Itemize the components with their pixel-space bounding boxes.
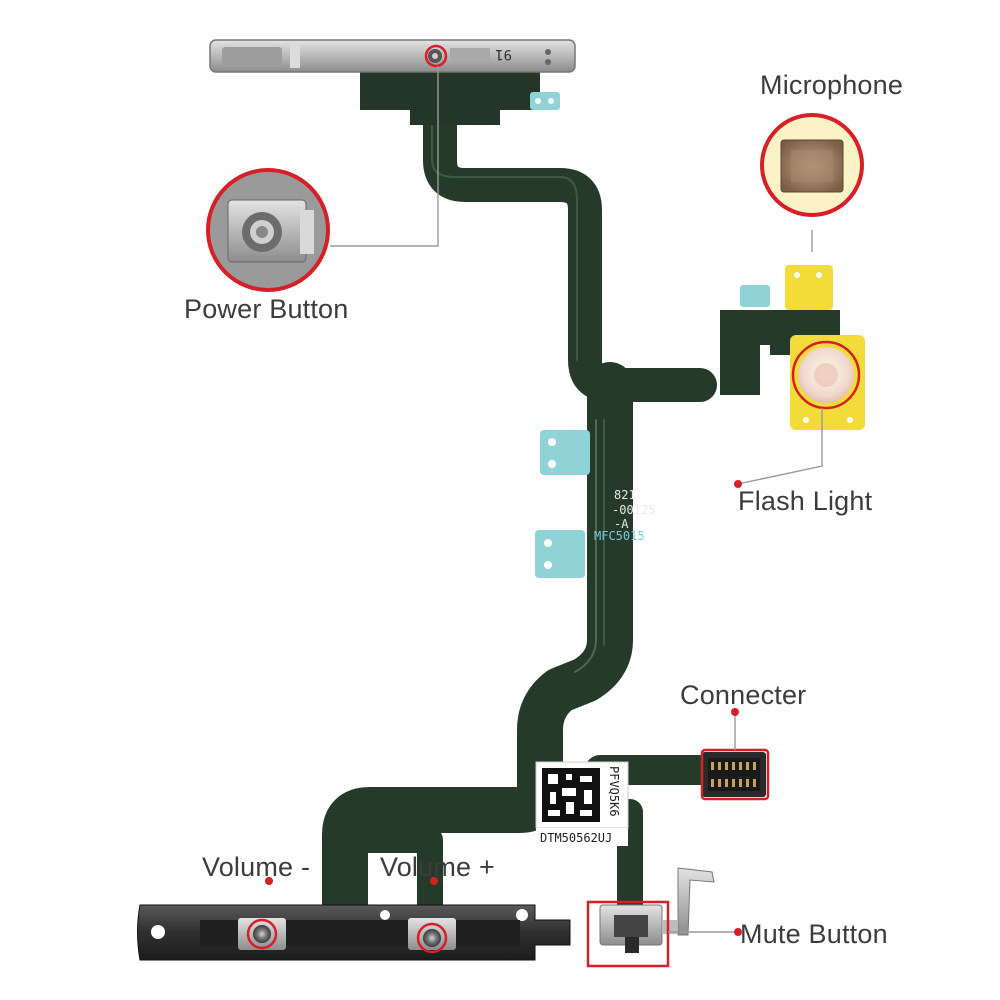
mute-switch-assembly [599,867,715,953]
mid-stiffener-2 [535,530,585,578]
mute-button-label: Mute Button [740,919,888,949]
serial-number: DTM50562UJ [540,831,612,845]
microphone-label: Microphone [760,70,904,100]
top-flex-head [360,70,540,125]
flex-ribbon [322,78,735,928]
part-number-line3: -A [614,517,629,531]
flash-assembly [720,265,865,430]
top-stiffener [530,92,560,110]
qr-sticker [535,761,629,829]
volume-plus-label: Volume + [380,852,495,882]
volume-minus-label: Volume - [202,852,311,882]
part-number-line4: MFC5015 [594,529,645,543]
part-number-line2: -00125 [612,503,655,517]
microphone-inset [760,113,864,217]
connecter-label: Connecter [680,680,807,710]
flash-light-label: Flash Light [738,486,873,516]
power-button-inset [206,168,330,292]
callout-leader-lines [330,66,823,933]
mid-stiffener-1 [540,430,590,475]
part-number-line1: 821 [614,488,636,502]
top-metal-bracket [209,39,576,73]
connector-part [702,752,766,797]
power-button-label: Power Button [184,294,349,324]
qr-code-text: PFVQ5K6 [607,766,621,817]
bracket-number: 91 [495,46,512,62]
callout-dots [265,480,742,936]
bottom-metal-bracket [137,904,571,961]
